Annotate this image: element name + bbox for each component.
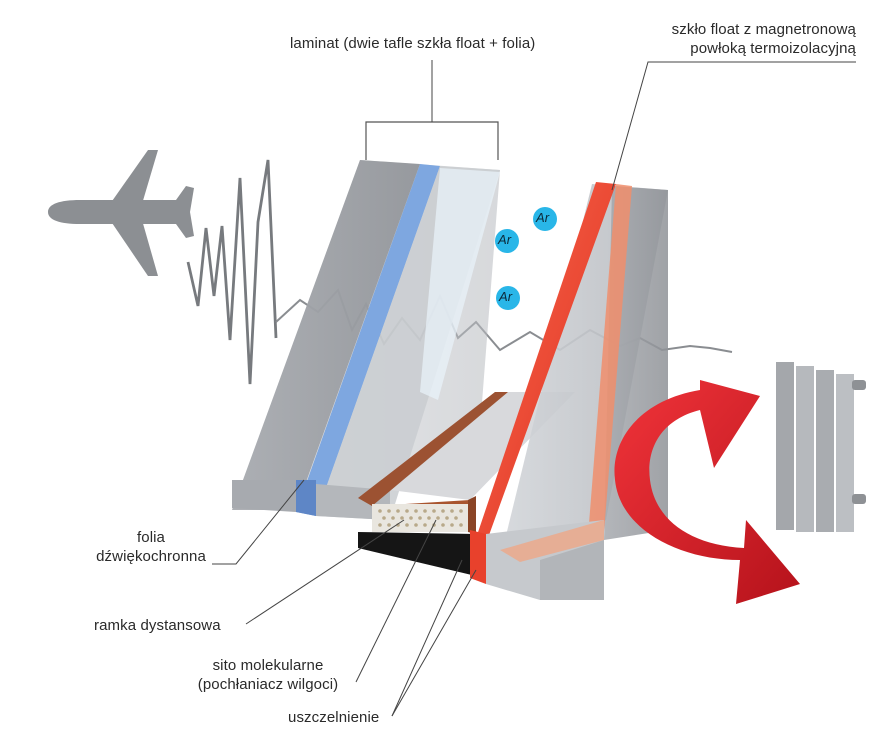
argon-label: Ar — [536, 210, 550, 225]
argon-label: Ar — [498, 232, 512, 247]
low-e-coating — [470, 182, 616, 560]
label-low-e-glass: szkło float z magnetronową powłoką termo… — [640, 20, 856, 58]
heat-reflection-arrow — [614, 380, 800, 604]
spacer-frame — [358, 392, 508, 506]
acoustic-foil — [296, 164, 440, 516]
sound-wave-icon — [186, 159, 278, 385]
label-low-e-glass-line1: szkło float z magnetronową — [671, 21, 856, 38]
leader-lines — [212, 60, 856, 717]
label-acoustic-foil-line1: folia — [136, 529, 166, 546]
label-acoustic-foil: folia dźwiękochronna — [86, 528, 216, 566]
label-molecular-sieve-line2: (pochłaniacz wilgoci) — [197, 676, 339, 693]
argon-label: Ar — [499, 289, 513, 304]
label-molecular-sieve: sito molekularne (pochłaniacz wilgoci) — [176, 656, 360, 694]
label-molecular-sieve-line1: sito molekularne — [212, 657, 324, 674]
airplane-icon — [48, 150, 194, 276]
label-sealant: uszczelnienie — [288, 709, 380, 726]
label-low-e-glass-line2: powłoką termoizolacyjną — [690, 40, 856, 57]
argon-molecules — [495, 207, 557, 310]
laminated-pane — [232, 160, 500, 520]
label-acoustic-foil-line2: dźwiękochronna — [96, 548, 206, 565]
radiator-icon — [776, 362, 866, 532]
label-spacer-frame: ramka dystansowa — [94, 617, 221, 634]
sealant — [358, 532, 476, 576]
label-laminate: laminat (dwie tafle szkła float + folia) — [290, 35, 536, 52]
